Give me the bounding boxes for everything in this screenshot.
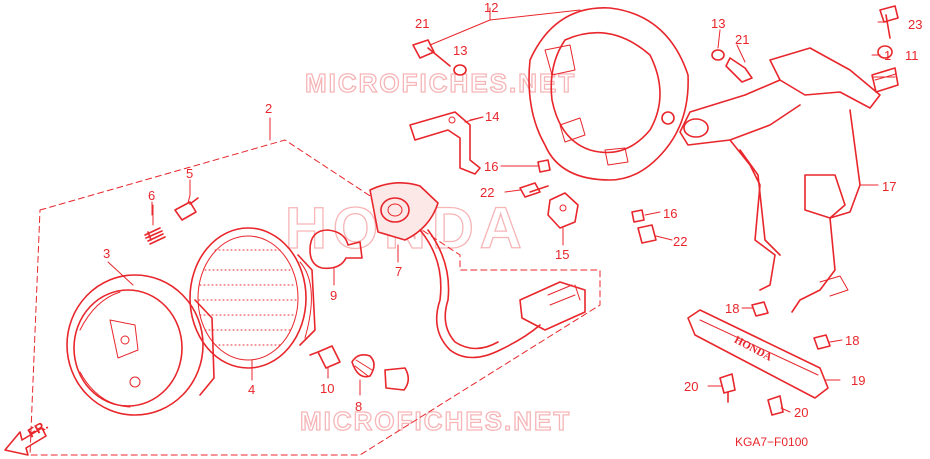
diagram-code: KGA7−F0100: [735, 435, 808, 449]
callout-3: 3: [103, 246, 110, 261]
callout-18b: 18: [845, 333, 859, 348]
callout-20b: 20: [794, 405, 808, 420]
bulb-socket: [351, 354, 410, 396]
top-bolts: [412, 39, 753, 83]
callout-8: 8: [355, 399, 362, 414]
callout-16a: 16: [484, 159, 498, 174]
callout-4: 4: [248, 382, 255, 397]
callout-5: 5: [186, 166, 193, 181]
callout-9: 9: [330, 288, 337, 303]
lower-cover: HONDA: [687, 309, 829, 399]
leader-lines: [107, 21, 896, 413]
callout-18a: 18: [725, 301, 739, 316]
headlight-case: [429, 7, 689, 181]
wire-clip: [547, 192, 579, 246]
callout-labels: 1 2 3 4 5 6 7 8 9 10 11 12 13 13 14 15 1…: [103, 0, 922, 420]
mount-bracket: [409, 111, 484, 175]
watermark-top: MICROFICHES.NET: [305, 68, 576, 98]
callout-22b: 22: [673, 234, 687, 249]
case-bolts: [519, 159, 657, 244]
callout-6: 6: [148, 188, 155, 203]
callout-1: 1: [884, 48, 891, 63]
adjust-spring: [144, 204, 166, 245]
callout-13b: 13: [711, 16, 725, 31]
headlight-rim: [66, 274, 215, 416]
socket-cover: [369, 182, 586, 359]
damper-stack: [871, 5, 899, 93]
lower-fasteners: [719, 301, 831, 416]
callout-15: 15: [555, 247, 569, 262]
callout-13a: 13: [453, 43, 467, 58]
position-bulb: [309, 345, 341, 379]
callout-19: 19: [851, 373, 865, 388]
bracket-honda-logo: HONDA: [732, 334, 774, 364]
callout-2: 2: [265, 101, 272, 116]
callout-7: 7: [395, 264, 402, 279]
adjust-screw: [174, 194, 199, 221]
callout-22a: 22: [480, 185, 494, 200]
callout-21a: 21: [415, 16, 429, 31]
callout-14: 14: [485, 109, 499, 124]
callout-12: 12: [484, 0, 498, 15]
callout-21b: 21: [735, 32, 749, 47]
callout-20a: 20: [684, 379, 698, 394]
headlight-bulb: [309, 229, 363, 286]
callout-17: 17: [882, 179, 896, 194]
callout-11: 11: [905, 48, 919, 63]
front-indicator-text: FR.: [25, 417, 51, 440]
callout-16b: 16: [663, 206, 677, 221]
watermark-bottom: MICROFICHES.NET: [300, 406, 571, 436]
callout-23: 23: [908, 17, 922, 32]
front-arrow-icon: FR.: [4, 417, 51, 456]
callout-10: 10: [320, 381, 334, 396]
headlight-stay: [679, 47, 881, 313]
assembly-frame-2: [29, 117, 601, 456]
headlight-lens: [189, 227, 316, 369]
